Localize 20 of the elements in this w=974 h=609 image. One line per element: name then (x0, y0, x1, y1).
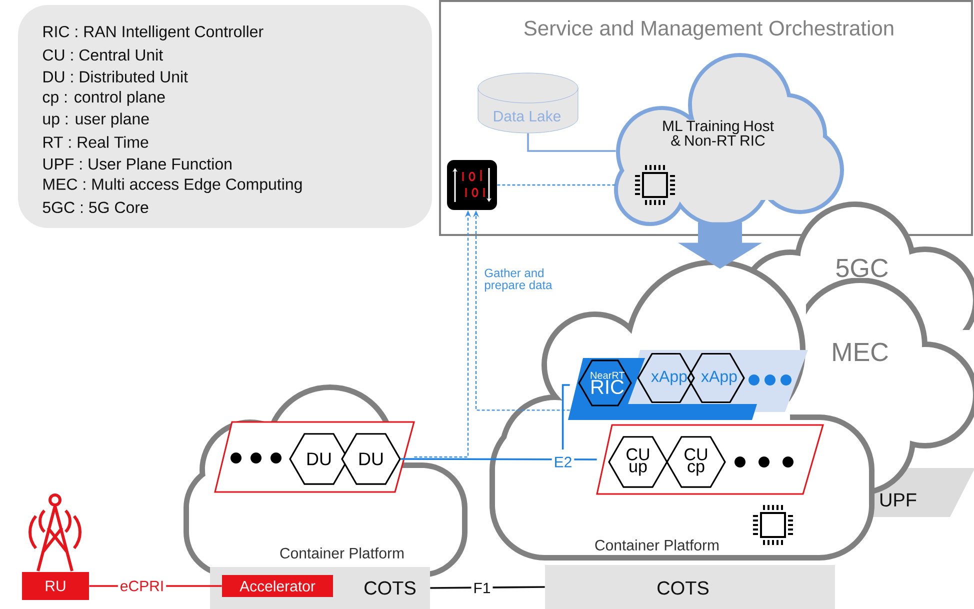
glossary-box: RIC : RAN Intelligent Controller CU : Central Unit DU : Distributed Unit cp : control plane up : user plane RT : Real Time UPF : User Plane Function MEC : Multi access Edge Computing 5GC : 5G Core (18, 5, 432, 228)
hexagon: DU (289, 433, 349, 485)
radio-unit-box: RU (22, 572, 89, 600)
hexagon: DU (341, 433, 401, 485)
database-cylinder: Data Lake (478, 72, 578, 134)
connector-line (562, 384, 570, 450)
connector-line (430, 586, 545, 589)
hexagon: CU up (608, 436, 668, 488)
data-icon (447, 160, 497, 210)
hardware-box: COTS (545, 565, 835, 609)
edge-label: F1 (471, 580, 493, 596)
cloud: ML Training Host & Non-RT RIC (614, 53, 844, 227)
connector-line (400, 458, 597, 460)
edge-label: eCPRI (118, 578, 166, 594)
hexagon: CU cp (666, 436, 726, 488)
connector-line (527, 133, 616, 152)
connector-line (497, 184, 616, 186)
arrow (678, 222, 762, 269)
accelerator-box: Accelerator (222, 575, 333, 597)
edge-label: Gather and prepare data (484, 268, 552, 292)
